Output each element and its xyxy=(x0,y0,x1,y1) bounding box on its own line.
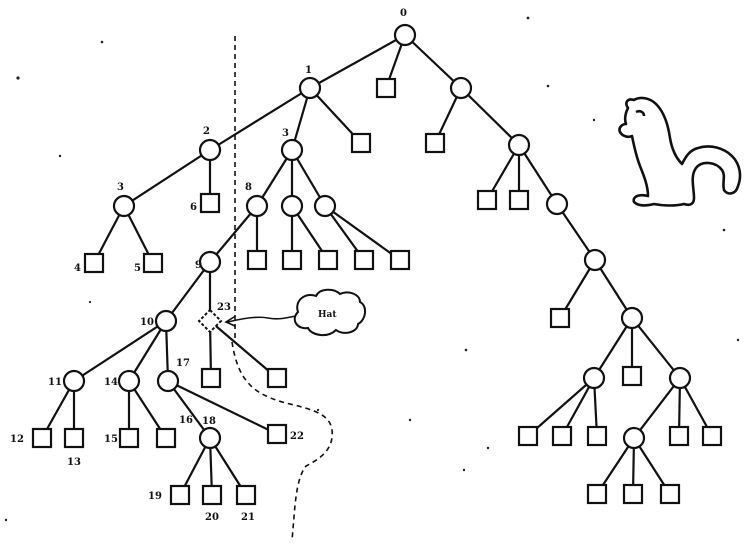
label-1: 1 xyxy=(305,65,312,76)
callout-arrowhead xyxy=(224,316,236,327)
leaf-node-19 xyxy=(169,484,191,506)
node-11 xyxy=(62,369,86,393)
leaf-node-13 xyxy=(63,427,85,449)
node-right-b xyxy=(507,133,531,157)
node-right-g xyxy=(668,366,692,390)
node-3-left xyxy=(112,194,136,218)
node-mid-b xyxy=(313,194,337,218)
node-right-a xyxy=(449,76,473,100)
node-17 xyxy=(156,369,180,393)
label-2: 2 xyxy=(203,126,210,137)
label-9: 9 xyxy=(195,260,202,271)
leaf-node xyxy=(353,249,375,271)
leaf-node xyxy=(551,425,573,447)
leaf-node xyxy=(549,307,571,329)
label-0: 0 xyxy=(400,8,407,19)
leaf-node xyxy=(668,425,690,447)
node-1 xyxy=(298,76,322,100)
leaf-node xyxy=(517,425,539,447)
label-3-left: 3 xyxy=(117,182,124,193)
label-19: 19 xyxy=(148,491,162,502)
leaf-node xyxy=(246,249,268,271)
node-8 xyxy=(245,194,269,218)
leaf-node xyxy=(389,249,411,271)
node-right-d xyxy=(583,248,607,272)
label-10: 10 xyxy=(140,317,154,328)
label-17: 17 xyxy=(176,358,190,369)
node-18 xyxy=(198,426,222,450)
leaf-node-6 xyxy=(199,192,221,214)
node-14 xyxy=(117,369,141,393)
leaf-node-15 xyxy=(118,427,140,449)
node-10 xyxy=(154,309,178,333)
leaf-node-12 xyxy=(31,427,53,449)
label-11: 11 xyxy=(48,377,62,388)
node-right-h xyxy=(622,426,646,450)
label-20: 20 xyxy=(205,512,219,523)
leaf-node-4 xyxy=(83,252,105,274)
label-5: 5 xyxy=(134,263,141,274)
leaf-node-20 xyxy=(201,484,223,506)
dashed-cutoff xyxy=(231,36,333,541)
leaf-node xyxy=(350,132,372,154)
cloud-callout: Hat xyxy=(224,288,366,336)
label-6: 6 xyxy=(190,202,197,213)
leaf-node xyxy=(200,367,222,389)
leaf-node xyxy=(424,132,446,154)
label-23: 23 xyxy=(217,302,231,313)
leaf-node xyxy=(476,189,498,211)
leaf-node xyxy=(586,483,608,505)
leaf-node-16 xyxy=(155,427,177,449)
node-right-c xyxy=(545,192,569,216)
cloud-label: Hat xyxy=(318,310,337,320)
leaf-node-5 xyxy=(142,252,164,274)
node-labels: 0 1 2 3 3 8 6 4 5 9 10 23 11 14 17 18 12… xyxy=(10,8,407,523)
label-13: 13 xyxy=(67,457,81,468)
label-16: 16 xyxy=(179,415,193,426)
label-21: 21 xyxy=(241,512,255,523)
label-18: 18 xyxy=(202,416,216,427)
curved-cutoff-line xyxy=(231,341,333,541)
leaf-node xyxy=(701,425,723,447)
label-15: 15 xyxy=(104,434,118,445)
callout-pointer xyxy=(227,315,297,323)
leaf-node xyxy=(375,77,397,99)
node-0 xyxy=(393,23,417,47)
cloud-shape xyxy=(293,288,366,336)
leaf-nodes xyxy=(31,77,723,506)
leaf-node xyxy=(317,249,339,271)
leaf-node xyxy=(508,189,530,211)
leaf-node xyxy=(659,483,681,505)
circle-nodes xyxy=(62,23,692,450)
node-3-right xyxy=(280,138,304,162)
node-mid-a xyxy=(280,194,304,218)
squirrel-illustration xyxy=(618,96,742,207)
leaf-node xyxy=(622,483,644,505)
label-3-right: 3 xyxy=(282,128,289,139)
leaf-node xyxy=(586,425,608,447)
leaf-node-22 xyxy=(266,423,288,445)
tree-edges xyxy=(40,33,714,497)
leaf-node-21 xyxy=(235,484,257,506)
node-9 xyxy=(198,250,222,274)
label-8: 8 xyxy=(245,182,252,193)
node-right-e xyxy=(620,306,644,330)
label-22: 22 xyxy=(290,431,304,442)
leaf-node xyxy=(266,367,288,389)
node-right-f xyxy=(582,366,606,390)
node-23-diamond xyxy=(197,308,223,334)
label-12: 12 xyxy=(10,434,24,445)
label-4: 4 xyxy=(74,263,81,274)
node-2 xyxy=(198,138,222,162)
label-14: 14 xyxy=(104,377,118,388)
leaf-node xyxy=(281,249,303,271)
leaf-node xyxy=(621,365,643,387)
